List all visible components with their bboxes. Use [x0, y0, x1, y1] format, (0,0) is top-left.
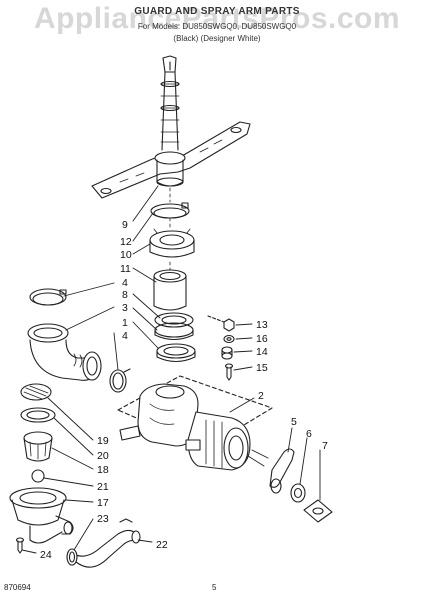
callout-15: 15	[256, 362, 268, 374]
callout-10: 10	[120, 249, 132, 261]
callout-20: 20	[97, 450, 109, 462]
sleeve-part-11	[153, 269, 187, 311]
lower-spray-arm-part	[91, 121, 251, 199]
diagram-title: GUARD AND SPRAY ARM PARTS	[134, 6, 300, 17]
pump-motor-part-2	[117, 375, 273, 471]
callout-17: 17	[97, 497, 109, 509]
screw-part-24	[15, 537, 25, 554]
washer-part-16	[223, 334, 235, 344]
callout-24: 24	[40, 549, 52, 561]
elbow-hose-part	[29, 339, 102, 381]
callout-14: 14	[256, 346, 268, 358]
screw-part-15	[224, 363, 234, 381]
callout-labels: 9 12 10 11 4 8 3 1 4 13 16 14 15 2 5 6 7…	[40, 219, 328, 561]
color-variants: (Black) (Designer White)	[173, 34, 261, 43]
sump-part-17	[9, 487, 74, 544]
leader-lines	[21, 185, 321, 554]
hub-part-10	[149, 228, 195, 258]
ball-part-21	[31, 469, 45, 483]
hose-clamp-part-23	[66, 518, 133, 566]
callout-23: 23	[97, 513, 109, 525]
callout-6: 6	[306, 428, 312, 440]
ring-part-1	[156, 343, 196, 363]
gasket-part-3	[154, 322, 194, 341]
drain-hose-part-22	[69, 529, 141, 568]
callout-7: 7	[322, 440, 328, 452]
watermark-text: AppliancePartsPros.com	[33, 2, 401, 35]
page-number: 5	[212, 583, 217, 592]
spray-tube-part	[160, 55, 180, 151]
callout-5: 5	[291, 416, 297, 428]
hose-ring-part-3	[27, 323, 69, 343]
drawing-code: 870694	[4, 583, 31, 592]
callout-22: 22	[156, 539, 168, 551]
callout-2: 2	[258, 390, 264, 402]
nut-part-13	[223, 318, 235, 332]
washer-part-6	[290, 483, 306, 503]
clamp-ring-part-12	[150, 202, 190, 219]
bracket-part-5	[269, 448, 295, 494]
callout-4-upper: 4	[122, 277, 128, 289]
callout-3: 3	[122, 302, 128, 314]
callout-16: 16	[256, 333, 268, 345]
callout-18: 18	[97, 464, 109, 476]
callout-8: 8	[122, 289, 128, 301]
model-numbers: For Models: DU850SWGQ0, DU850SWGQ0	[137, 22, 297, 31]
filter-cover-part-19	[20, 383, 52, 401]
callout-9: 9	[122, 219, 128, 231]
grommet-part-14	[221, 346, 233, 360]
callout-19: 19	[97, 435, 109, 447]
seal-ring-part-8	[154, 312, 194, 328]
callout-1: 1	[122, 317, 128, 329]
hose-clamp-part-4	[29, 288, 67, 306]
callout-4-lower: 4	[122, 330, 128, 342]
filter-cup-part-18	[23, 431, 53, 462]
screen-ring-part-20	[20, 407, 56, 423]
hose-clamp-part-4-lower	[109, 368, 131, 393]
callout-11: 11	[120, 263, 131, 275]
plate-part-7	[303, 499, 333, 523]
callout-12: 12	[120, 236, 132, 248]
callout-13: 13	[256, 319, 268, 331]
callout-21: 21	[97, 481, 109, 493]
